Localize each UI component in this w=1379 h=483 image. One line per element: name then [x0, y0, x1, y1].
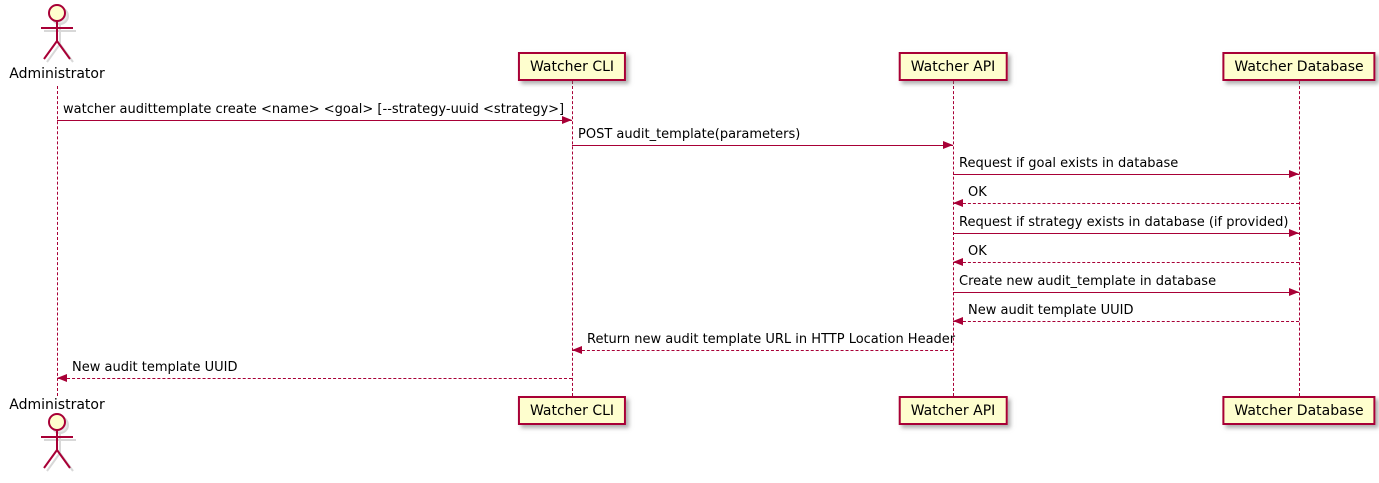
- message-label: New audit template UUID: [968, 303, 1134, 318]
- message-arrowhead: [953, 199, 963, 207]
- participant-watcher-cli-bottom: Watcher CLI: [517, 396, 627, 425]
- message-label: New audit template UUID: [72, 360, 238, 375]
- message-arrowhead: [1289, 229, 1299, 237]
- message-arrowhead: [562, 116, 572, 124]
- participant-watcher-database-top: Watcher Database: [1222, 52, 1376, 81]
- message-label: Return new audit template URL in HTTP Lo…: [587, 332, 956, 347]
- administrator-actor-icon-bottom: [41, 413, 76, 472]
- message-arrowhead: [57, 374, 67, 382]
- message-label: POST audit_template(parameters): [578, 127, 801, 142]
- administrator-actor-icon: [41, 4, 76, 63]
- participant-watcher-cli-top: Watcher CLI: [517, 52, 627, 81]
- administrator-label: Administrator: [9, 66, 105, 82]
- message-line: [572, 350, 953, 351]
- message-label: watcher audittemplate create <name> <goa…: [63, 102, 565, 117]
- message-line: [953, 262, 1299, 263]
- participant-watcher-database-bottom: Watcher Database: [1222, 396, 1376, 425]
- message-arrowhead: [1289, 288, 1299, 296]
- message-arrowhead: [953, 317, 963, 325]
- message-line: [57, 378, 572, 379]
- message-line: [953, 321, 1299, 322]
- message-label: Create new audit_template in database: [959, 274, 1217, 289]
- message-label: Request if goal exists in database: [959, 156, 1179, 171]
- message-label: OK: [968, 185, 987, 200]
- lifeline-watcher-api: [953, 81, 954, 396]
- lifeline-administrator: [57, 86, 58, 396]
- message-line: [953, 292, 1299, 293]
- message-arrowhead: [1289, 170, 1299, 178]
- message-arrowhead: [943, 141, 953, 149]
- message-line: [572, 145, 953, 146]
- message-label: Request if strategy exists in database (…: [959, 215, 1289, 230]
- lifeline-watcher-database: [1299, 81, 1300, 396]
- message-line: [953, 203, 1299, 204]
- message-line: [57, 120, 572, 121]
- participant-watcher-api-top: Watcher API: [898, 52, 1008, 81]
- message-label: OK: [968, 244, 987, 259]
- message-arrowhead: [953, 258, 963, 266]
- message-arrowhead: [572, 346, 582, 354]
- message-line: [953, 174, 1299, 175]
- administrator-label-bottom: Administrator: [9, 397, 105, 413]
- message-line: [953, 233, 1299, 234]
- lifeline-watcher-cli: [572, 81, 573, 396]
- participant-watcher-api-bottom: Watcher API: [898, 396, 1008, 425]
